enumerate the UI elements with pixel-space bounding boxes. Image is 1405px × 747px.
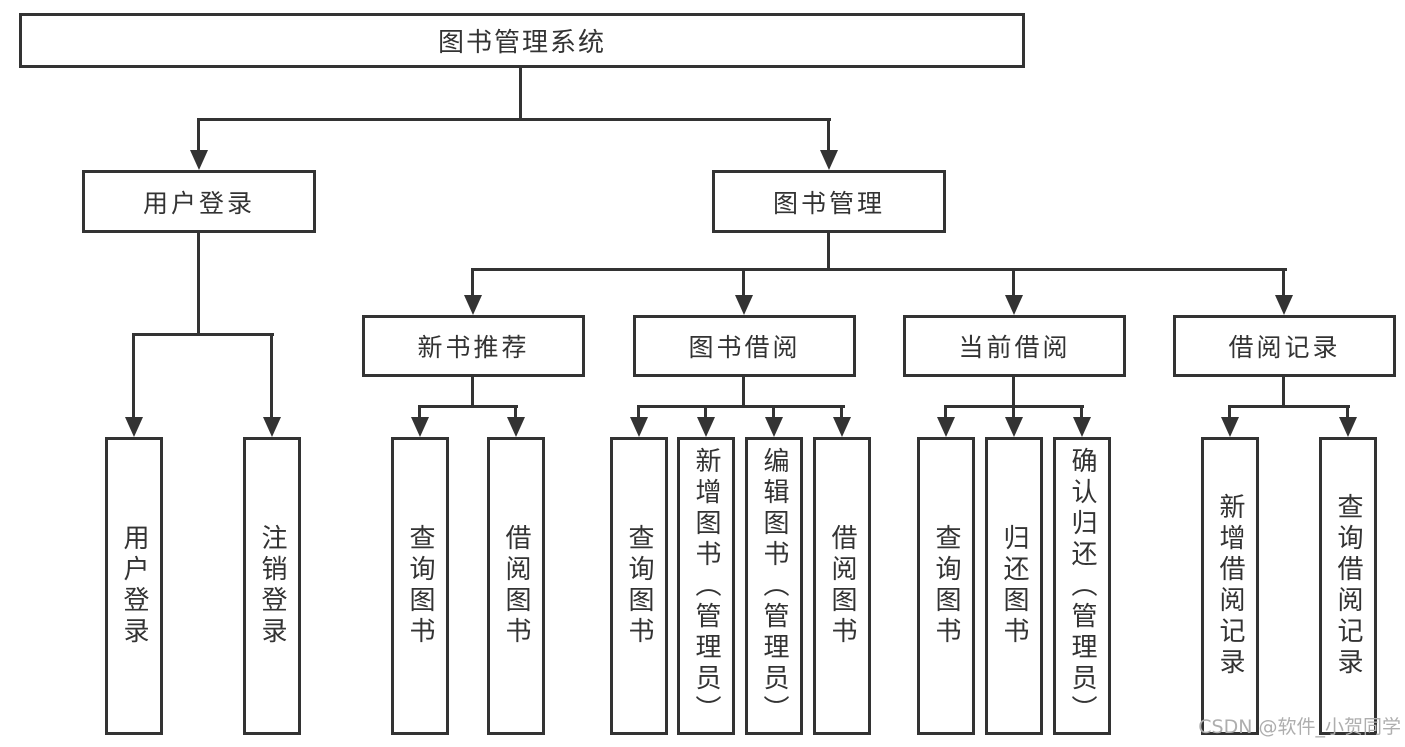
leaf-query-books-current: 查询图书	[917, 437, 975, 735]
leaf-borrow-books-recommend: 借阅图书	[487, 437, 545, 735]
connector-line	[742, 270, 745, 296]
connector-arrowhead	[190, 150, 208, 170]
connector-arrowhead	[125, 417, 143, 437]
leaf-logout: 注销登录	[243, 437, 301, 735]
connector-line	[519, 68, 522, 121]
connector-line	[742, 377, 745, 408]
connector-line	[197, 118, 831, 121]
node-book-borrow: 图书借阅	[633, 315, 856, 377]
connector-line	[132, 335, 135, 418]
connector-arrowhead	[735, 295, 753, 315]
leaf-label: 编辑图书（管理员）	[759, 446, 789, 726]
leaf-label: 归还图书	[999, 524, 1029, 648]
leaf-borrow-books: 借阅图书	[813, 437, 871, 735]
leaf-add-borrow-record: 新增借阅记录	[1201, 437, 1259, 735]
node-borrow-records: 借阅记录	[1173, 315, 1396, 377]
connector-line	[471, 268, 1287, 271]
connector-arrowhead	[765, 417, 783, 437]
connector-line	[637, 405, 640, 418]
connector-line	[1228, 405, 1350, 408]
leaf-query-borrow-record: 查询借阅记录	[1319, 437, 1377, 735]
connector-arrowhead	[1221, 417, 1239, 437]
connector-line	[637, 405, 845, 408]
connector-line	[1282, 377, 1285, 408]
node-user-login: 用户登录	[82, 170, 316, 233]
leaf-label: 查询图书	[931, 524, 961, 648]
connector-line	[827, 120, 830, 152]
connector-arrowhead	[820, 150, 838, 170]
node-current-borrow: 当前借阅	[903, 315, 1126, 377]
connector-line	[1346, 405, 1349, 418]
connector-line	[772, 405, 775, 418]
connector-arrowhead	[263, 417, 281, 437]
connector-line	[197, 120, 200, 152]
leaf-query-books-borrow: 查询图书	[610, 437, 668, 735]
csdn-watermark: CSDN @软件_小贺同学	[1198, 716, 1401, 738]
connector-arrowhead	[937, 417, 955, 437]
connector-arrowhead	[464, 295, 482, 315]
connector-line	[132, 333, 274, 336]
leaf-user-login: 用户登录	[105, 437, 163, 735]
connector-arrowhead	[833, 417, 851, 437]
leaf-label: 查询借阅记录	[1333, 493, 1363, 679]
connector-line	[1228, 405, 1231, 418]
connector-line	[1012, 377, 1015, 408]
leaf-edit-books-admin: 编辑图书（管理员）	[745, 437, 803, 735]
leaf-return-books: 归还图书	[985, 437, 1043, 735]
connector-arrowhead	[507, 417, 525, 437]
leaf-label: 新增图书（管理员）	[691, 446, 721, 726]
connector-line	[471, 270, 474, 296]
leaf-add-books-admin: 新增图书（管理员）	[677, 437, 735, 735]
leaf-label: 借阅图书	[501, 524, 531, 648]
connector-line	[840, 405, 843, 418]
node-book-management: 图书管理	[712, 170, 946, 233]
connector-line	[418, 405, 421, 418]
connector-line	[1012, 405, 1015, 418]
connector-line	[1080, 405, 1083, 418]
connector-line	[471, 377, 474, 408]
leaf-confirm-return-admin: 确认归还（管理员）	[1053, 437, 1111, 735]
leaf-label: 确认归还（管理员）	[1067, 446, 1097, 726]
leaf-label: 借阅图书	[827, 524, 857, 648]
node-library-system: 图书管理系统	[19, 13, 1025, 68]
connector-line	[944, 405, 947, 418]
connector-line	[270, 335, 273, 418]
connector-arrowhead	[1005, 295, 1023, 315]
connector-line	[827, 233, 830, 271]
connector-line	[197, 233, 200, 336]
connector-line	[514, 405, 517, 418]
connector-line	[704, 405, 707, 418]
leaf-label: 查询图书	[405, 524, 435, 648]
connector-arrowhead	[697, 417, 715, 437]
leaf-label: 用户登录	[119, 524, 149, 648]
connector-arrowhead	[1339, 417, 1357, 437]
connector-arrowhead	[1073, 417, 1091, 437]
connector-line	[1282, 270, 1285, 296]
leaf-query-books-recommend: 查询图书	[391, 437, 449, 735]
connector-line	[418, 405, 518, 408]
node-new-book-recommend: 新书推荐	[362, 315, 585, 377]
leaf-label: 新增借阅记录	[1215, 493, 1245, 679]
connector-line	[1012, 270, 1015, 296]
connector-arrowhead	[1275, 295, 1293, 315]
leaf-label: 注销登录	[257, 524, 287, 648]
connector-arrowhead	[411, 417, 429, 437]
connector-arrowhead	[630, 417, 648, 437]
leaf-label: 查询图书	[624, 524, 654, 648]
connector-arrowhead	[1005, 417, 1023, 437]
